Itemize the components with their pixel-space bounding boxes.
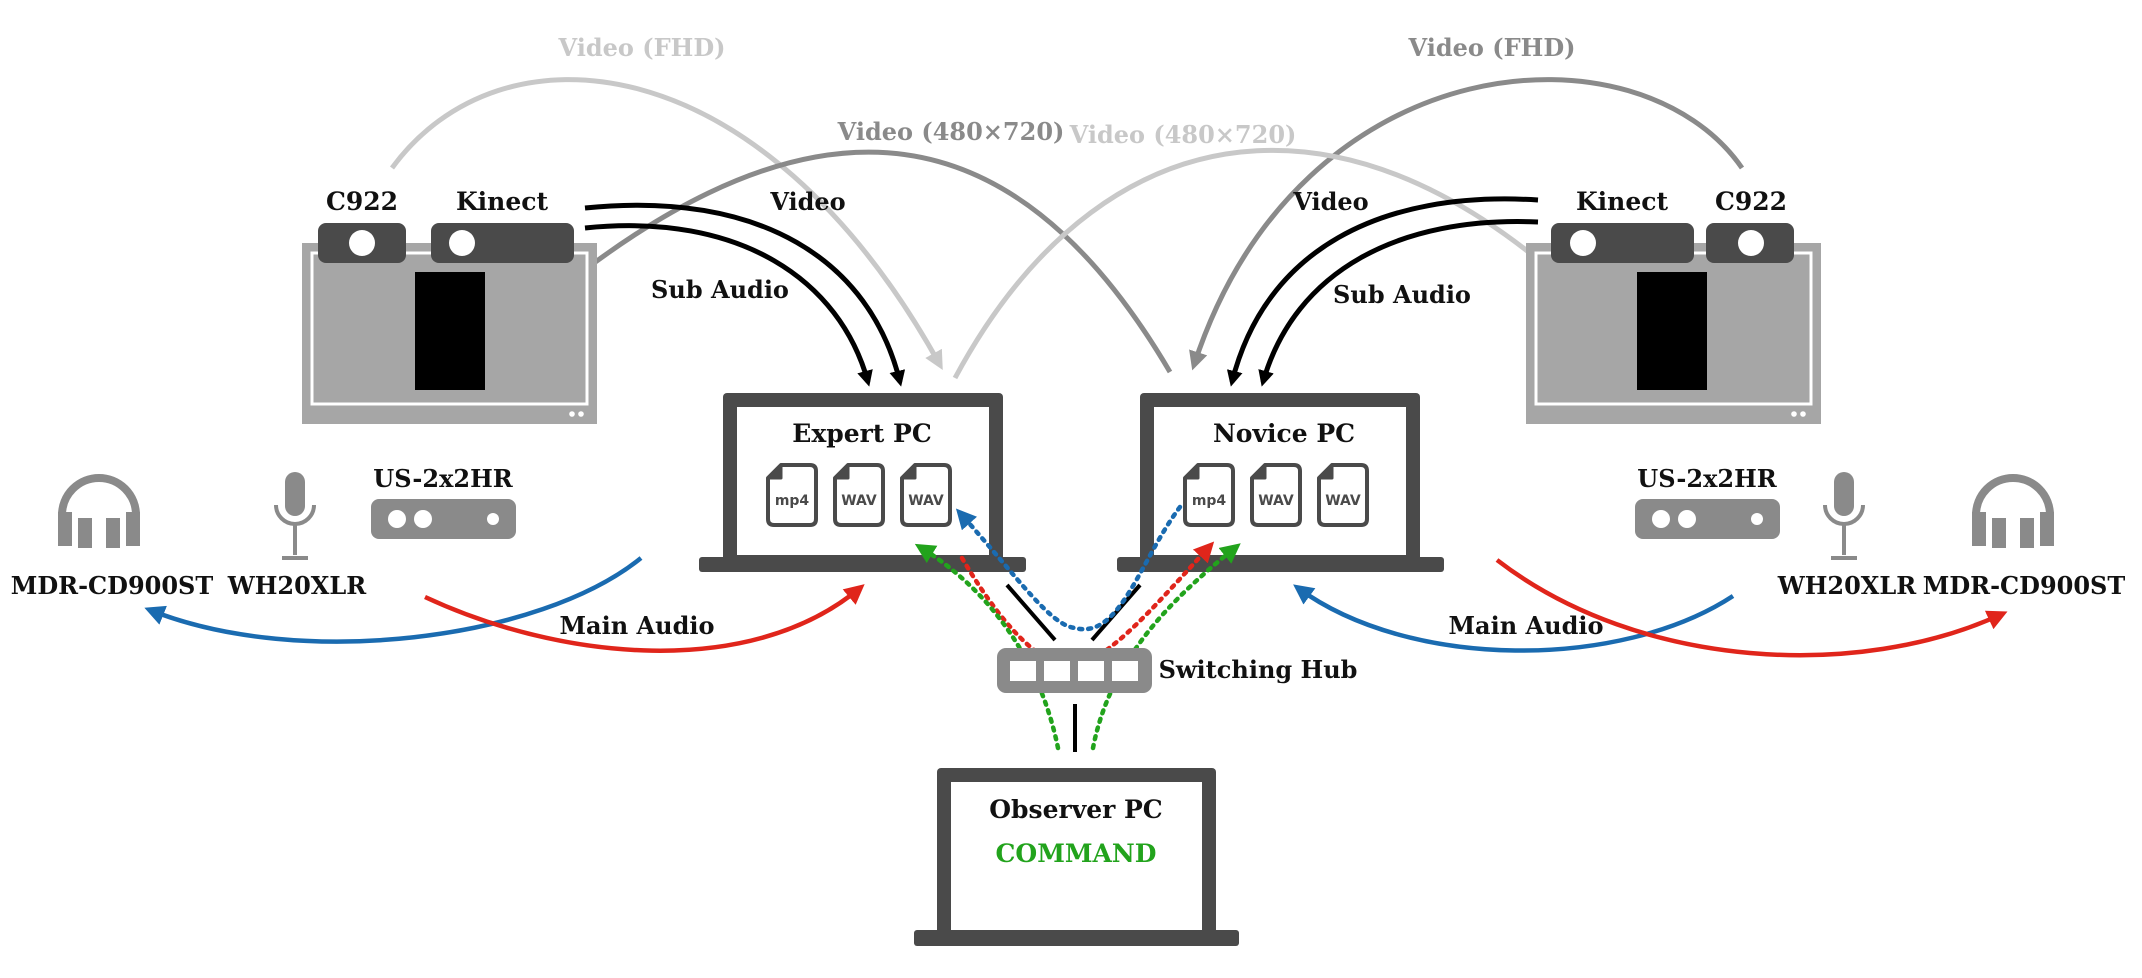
novice-file-icon: WAV xyxy=(1317,463,1369,527)
observer-command-label: COMMAND xyxy=(996,839,1157,868)
expert-hub-cable xyxy=(1005,583,1057,642)
left-headphones-label: MDR-CD900ST xyxy=(11,571,214,600)
left-headphones-icon xyxy=(58,474,140,548)
right-sub-audio-arrow xyxy=(1258,219,1539,387)
command-path-novice-wav-blue xyxy=(955,504,1183,632)
left-microphone-label: WH20XLR xyxy=(227,571,368,600)
left-c922-camera xyxy=(318,223,406,263)
left-main-audio-arrow xyxy=(424,584,865,653)
left-main-audio-label: Main Audio xyxy=(559,611,714,640)
left-display xyxy=(302,243,597,424)
left-video-label: Video xyxy=(769,187,845,216)
novice-file-label: WAV xyxy=(1258,493,1294,509)
command-path-observer-novice-green xyxy=(1090,543,1241,751)
observer-pc-label: Observer PC xyxy=(989,795,1162,824)
right-microphone-icon xyxy=(1823,472,1865,560)
right-kinect-label: Kinect xyxy=(1576,187,1669,216)
right-main-audio-label: Main Audio xyxy=(1448,611,1603,640)
right-audio-interface-label: US-2x2HR xyxy=(1637,464,1777,493)
left-microphone-icon xyxy=(274,472,316,560)
right-headphone-feed-arrow xyxy=(1495,558,2008,658)
right-video-fhd-label: Video (FHD) xyxy=(1408,33,1576,62)
novice-file-icon: WAV xyxy=(1250,463,1302,527)
left-sub-audio-arrow xyxy=(584,223,873,387)
left-sub-audio-label: Sub Audio xyxy=(651,275,789,304)
video-sd-right-arrow xyxy=(952,147,1634,380)
right-microphone-label: WH20XLR xyxy=(1777,571,1918,600)
expert-file-icon: mp4 xyxy=(766,463,818,527)
left-audio-interface-label: US-2x2HR xyxy=(373,464,513,493)
right-headphones-label: MDR-CD900ST xyxy=(1923,571,2126,600)
right-display xyxy=(1526,243,1821,424)
right-video-label: Video xyxy=(1292,187,1368,216)
video-sd-left-arrow xyxy=(495,149,1173,374)
right-video-sd-label: Video (480×720) xyxy=(1069,120,1297,149)
expert-file-icon: WAV xyxy=(833,463,885,527)
right-audio-interface xyxy=(1635,499,1780,539)
left-kinect-sensor xyxy=(431,223,574,263)
expert-file-label: WAV xyxy=(841,493,877,509)
right-main-audio-arrow xyxy=(1293,584,1735,653)
right-headphones-icon xyxy=(1972,474,2054,548)
switching-hub xyxy=(997,648,1152,693)
right-video-arrow xyxy=(1226,196,1539,387)
expert-file-label: mp4 xyxy=(775,493,810,509)
left-headphone-feed-arrow xyxy=(144,556,643,644)
expert-file-icon: WAV xyxy=(900,463,952,527)
left-audio-interface xyxy=(371,499,516,539)
video-fhd-left-arrow xyxy=(389,77,943,370)
expert-file-label: WAV xyxy=(908,493,944,509)
left-kinect-label: Kinect xyxy=(456,187,549,216)
left-video-arrow xyxy=(584,202,906,387)
novice-file-icon: mp4 xyxy=(1183,463,1235,527)
right-c922-label: C922 xyxy=(1715,187,1787,216)
left-video-sd-label: Video (480×720) xyxy=(837,117,1065,146)
right-c922-camera xyxy=(1706,223,1794,263)
video-fhd-right-arrow xyxy=(1189,77,1745,371)
novice-hub-cable xyxy=(1090,583,1142,642)
observer-pc-laptop xyxy=(914,768,1239,946)
novice-file-label: mp4 xyxy=(1192,493,1227,509)
left-c922-label: C922 xyxy=(326,187,398,216)
novice-file-label: WAV xyxy=(1325,493,1361,509)
switching-hub-label: Switching Hub xyxy=(1159,655,1358,684)
right-kinect-sensor xyxy=(1551,223,1694,263)
expert-pc-label: Expert PC xyxy=(792,419,931,448)
left-video-fhd-label: Video (FHD) xyxy=(558,33,726,62)
right-sub-audio-label: Sub Audio xyxy=(1333,280,1471,309)
novice-pc-label: Novice PC xyxy=(1213,419,1355,448)
command-path-observer-expert-green xyxy=(914,543,1061,751)
